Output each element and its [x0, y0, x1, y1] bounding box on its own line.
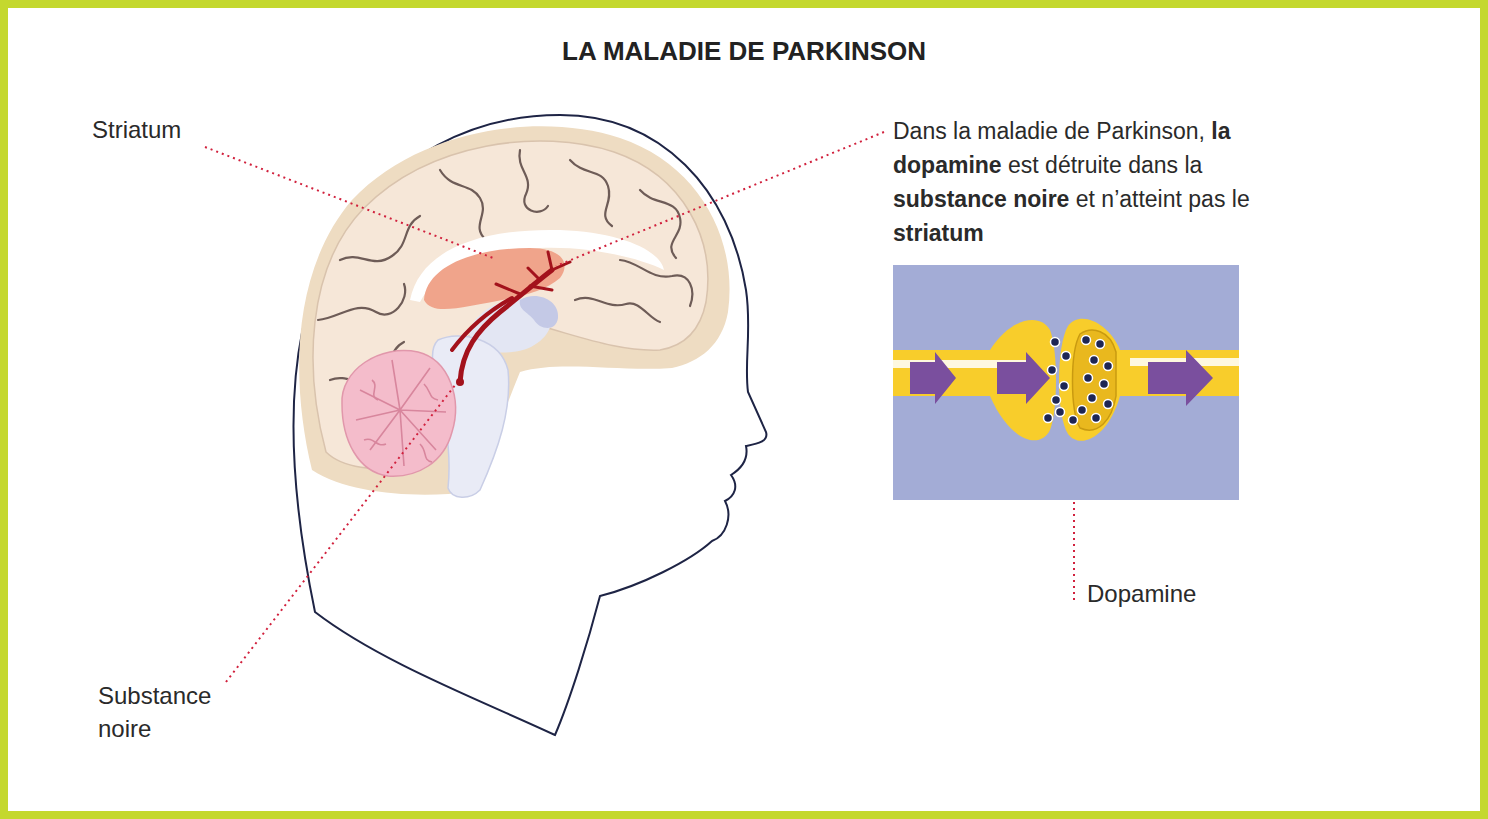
synapse-inset: [893, 265, 1239, 500]
bold-term: striatum: [893, 220, 984, 246]
part-label: Dopamine: [1087, 578, 1196, 610]
part-label: Striatum: [92, 114, 181, 146]
skull: [299, 126, 729, 494]
text-run: et n’atteint pas le: [1069, 186, 1249, 212]
frame: [4, 4, 1484, 815]
dopamine-pathway: [452, 252, 570, 382]
text-run: Substance noire: [98, 682, 211, 742]
text-run: Dans la maladie de Parkinson,: [893, 118, 1211, 144]
diagram-title: LA MALADIE DE PARKINSON: [0, 36, 1488, 67]
substantia-nigra-dot: [456, 378, 464, 386]
explanation-note: Dans la maladie de Parkinson, la dopamin…: [893, 114, 1265, 250]
ventricle: [520, 296, 558, 328]
head-outline: [294, 115, 767, 735]
text-run: est détruite dans la: [1002, 152, 1203, 178]
text-run: Striatum: [92, 116, 181, 143]
part-label: Substance noire: [98, 679, 238, 745]
bold-term: substance noire: [893, 186, 1069, 212]
text-run: Dopamine: [1087, 580, 1196, 607]
